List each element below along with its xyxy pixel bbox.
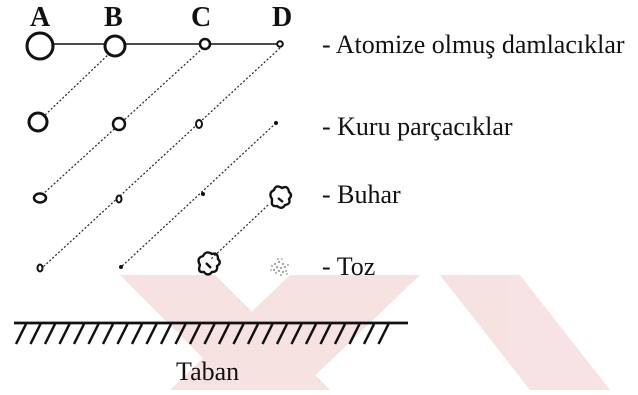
droplet-b2 xyxy=(111,116,127,132)
column-label-c: C xyxy=(191,2,212,33)
trajectory-line xyxy=(209,204,269,261)
hatch-mark xyxy=(130,323,144,345)
particle-c3 xyxy=(201,192,205,196)
row-label-dust: - Toz xyxy=(322,252,376,281)
particles xyxy=(25,31,284,273)
hatch-mark xyxy=(261,323,274,345)
hatch-mark xyxy=(203,323,216,345)
droplet-c2 xyxy=(195,119,203,129)
hatch-mark xyxy=(377,323,390,345)
vapor-puff-d3 xyxy=(269,185,293,209)
trajectory-line xyxy=(41,49,114,119)
row-label-dry-particles: - Kuru parçacıklar xyxy=(322,112,513,141)
hatch-mark xyxy=(14,323,28,345)
hatch-mark xyxy=(116,323,129,345)
droplet-c1 xyxy=(198,37,212,51)
vapor-puff-c4 xyxy=(197,251,221,276)
hatch-mark xyxy=(58,323,71,345)
dust-cloud xyxy=(270,258,289,276)
droplet-a4 xyxy=(36,263,44,273)
hatch-mark xyxy=(246,323,260,345)
hatch-mark xyxy=(333,323,347,345)
vapor-puffs xyxy=(197,185,293,276)
hatch-mark xyxy=(188,323,202,345)
row-label-vapor: - Buhar xyxy=(322,180,401,209)
droplet-a3 xyxy=(32,192,48,204)
base-surface xyxy=(14,321,408,345)
base-label: Taban xyxy=(176,357,240,386)
droplet-a2 xyxy=(27,111,49,133)
hatch-mark xyxy=(290,323,303,345)
particle-b4 xyxy=(119,265,123,269)
hatch-mark xyxy=(87,323,100,345)
trajectory-lines xyxy=(41,47,281,269)
hatch-mark xyxy=(72,323,86,345)
droplet-d1 xyxy=(276,40,284,48)
hatch-mark xyxy=(43,323,57,345)
hatch-mark xyxy=(145,323,158,345)
hatch-mark xyxy=(232,323,245,345)
trajectory-line xyxy=(41,47,281,269)
hatch-mark xyxy=(304,323,318,345)
droplet-b3 xyxy=(115,194,123,204)
hatch-mark xyxy=(275,323,289,345)
hatch-mark xyxy=(174,323,187,345)
trajectory-line xyxy=(119,122,277,269)
base-hatching xyxy=(14,323,390,345)
hatch-mark xyxy=(319,323,332,345)
droplet-b1 xyxy=(103,34,127,58)
column-label-a: A xyxy=(30,2,51,33)
row-label-atomized-droplets: - Atomize olmuş damlacıklar xyxy=(322,30,625,59)
hatch-mark xyxy=(348,323,361,345)
hatch-mark xyxy=(101,323,115,345)
hatch-mark xyxy=(29,323,42,345)
hatch-mark xyxy=(362,323,376,345)
droplet-a1 xyxy=(25,31,55,61)
column-label-d: D xyxy=(272,2,293,33)
hatch-mark xyxy=(159,323,173,345)
column-label-b: B xyxy=(104,2,123,33)
particle-d2 xyxy=(274,121,278,125)
hatch-mark xyxy=(217,323,231,345)
